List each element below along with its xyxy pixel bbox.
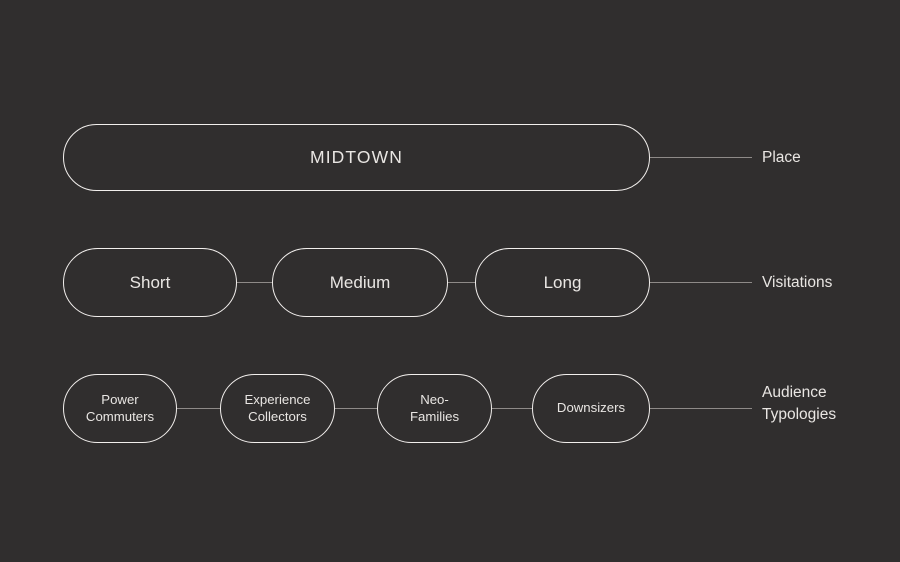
category-label-place: Place	[762, 149, 801, 166]
node-power-commuters-label: Power Commuters	[85, 391, 155, 424]
node-short[interactable]: Short	[63, 248, 237, 317]
node-experience-collectors[interactable]: Experience Collectors	[220, 374, 335, 443]
node-medium-label: Medium	[329, 272, 391, 292]
node-neo-families[interactable]: Neo- Families	[377, 374, 492, 443]
node-downsizers-label: Downsizers	[556, 400, 626, 416]
diagram-row-place: MIDTOWN Place	[0, 124, 900, 191]
node-downsizers[interactable]: Downsizers	[532, 374, 650, 443]
node-midtown-label: MIDTOWN	[310, 147, 403, 168]
node-experience-collectors-label: Experience Collectors	[244, 391, 311, 424]
leader-line-place	[650, 157, 752, 158]
node-neo-families-label: Neo- Families	[409, 391, 460, 424]
connector-experience-neo	[335, 408, 377, 409]
node-short-label: Short	[129, 272, 171, 292]
category-label-audience-typologies: Audience Typologies	[762, 384, 837, 424]
leader-line-visitations	[650, 282, 752, 283]
diagram-row-visitations: Short Medium Long Visitations	[0, 248, 900, 317]
category-label-visitations: Visitations	[762, 274, 833, 291]
node-long-label: Long	[543, 272, 582, 292]
node-midtown[interactable]: MIDTOWN	[63, 124, 650, 191]
leader-line-audience-typologies	[650, 408, 752, 409]
connector-neo-downsizers	[492, 408, 532, 409]
node-long[interactable]: Long	[475, 248, 650, 317]
node-medium[interactable]: Medium	[272, 248, 448, 317]
connector-power-experience	[177, 408, 220, 409]
node-power-commuters[interactable]: Power Commuters	[63, 374, 177, 443]
connector-short-medium	[237, 282, 272, 283]
diagram-row-audience-typologies: Power Commuters Experience Collectors Ne…	[0, 374, 900, 443]
connector-medium-long	[448, 282, 475, 283]
